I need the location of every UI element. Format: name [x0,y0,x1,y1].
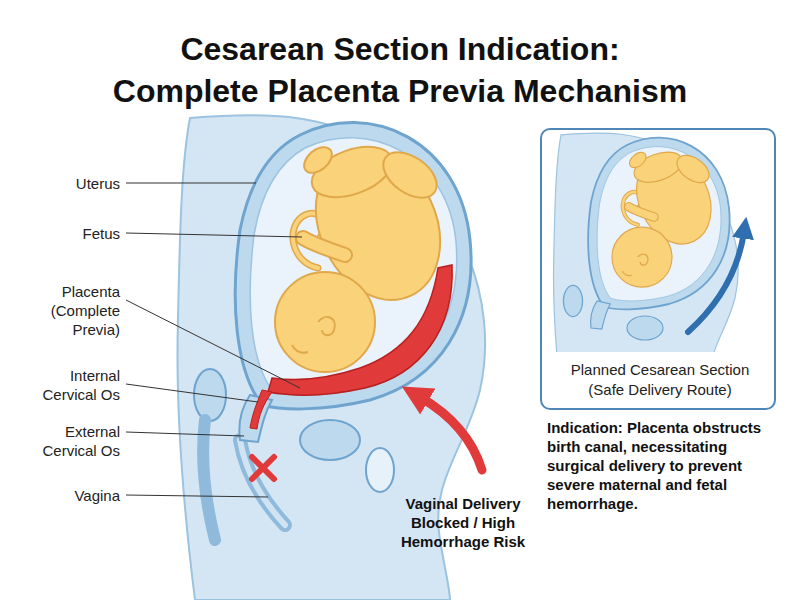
vagina-canal [240,440,285,525]
blocked-cross [252,457,274,479]
box-caption: Planned Cesarean Section (Safe Delivery … [552,360,768,400]
leader-line [126,233,302,237]
bladder [300,420,360,460]
indication-note: Indication: Placenta obstructs birth can… [547,418,775,513]
warning-note: Vaginal Delivery Blocked / High Hemorrha… [390,494,536,551]
cervix [591,301,611,329]
diagram-title: Cesarean Section Indication: Complete Pl… [108,28,692,112]
part-label: Uterus [20,174,120,193]
fetus [612,142,725,287]
bladder [627,316,663,340]
placenta [268,265,452,395]
vagina-wall [240,440,285,525]
blocked-cross [252,457,274,479]
uterus [235,123,471,409]
leader-lines [126,183,302,497]
leader-line [126,300,300,388]
body-outline [553,133,738,352]
rectum [563,285,582,316]
uterus [588,138,729,310]
part-label: Internal Cervical Os [20,366,120,404]
hemorrhage-arrow [420,397,482,470]
part-label: Vagina [20,486,120,505]
inset-anatomy [553,133,738,352]
delivery-arrow [688,232,744,332]
pubic-bone [366,448,394,492]
placenta-at-os [250,390,272,429]
leader-line [126,384,258,402]
leader-line [126,432,244,436]
part-label: Placenta (Complete Previa) [20,282,120,339]
rectum-tube [203,420,215,540]
inset-box: Planned Cesarean Section (Safe Delivery … [540,128,776,410]
part-label: External Cervical Os [20,422,120,460]
leader-line [126,495,268,497]
leader-line [126,183,256,184]
part-label: Fetus [20,224,120,243]
